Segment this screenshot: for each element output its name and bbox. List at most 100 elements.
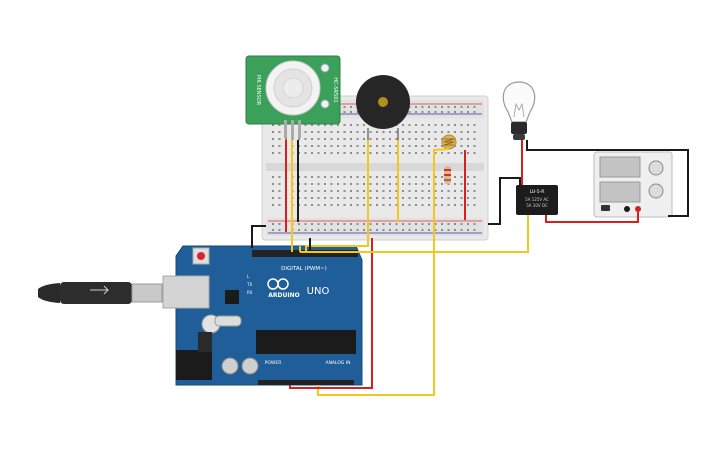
breadboard-hole [454,229,456,231]
breadboard-hole [402,124,404,126]
breadboard-hole [337,145,339,147]
breadboard-hole [337,229,339,231]
usb-cable [38,282,163,304]
breadboard-hole [408,138,411,140]
pir-side-label-left: PIR SENSOR [255,75,261,106]
breadboard-hole [376,152,378,154]
piezo-buzzer[interactable] [356,75,410,140]
breadboard-hole [363,176,365,178]
arduino-uno[interactable]: DIGITAL (PWM~) ARDUINO UNO POWER ANALOG … [162,245,363,386]
breadboard-hole [428,197,430,199]
breadboard-hole [369,152,372,154]
breadboard-hole [324,229,326,231]
breadboard-hole [304,190,307,192]
breadboard-hole [317,183,320,185]
breadboard-hole [343,183,346,185]
breadboard-hole [421,111,424,113]
relay[interactable]: LU-5-R 5A 125V AC 5A 30V DC [516,185,558,215]
wire-5v[interactable] [289,238,373,389]
breadboard-hole [343,223,346,225]
breadboard-hole [454,204,456,206]
relay-spec-1: 5A 125V AC [525,197,549,202]
breadboard-hole [421,223,424,225]
breadboard-hole [311,229,313,231]
breadboard-hole [460,111,463,113]
breadboard-hole [324,190,326,192]
breadboard-hole [460,145,463,147]
breadboard-hole [460,138,463,140]
breadboard-hole [434,111,437,113]
breadboard-hole [434,223,437,225]
photoresistor[interactable] [441,134,457,150]
wire-buzzer-signal[interactable] [305,140,369,252]
breadboard-hole [460,152,463,154]
analog-in-label: ANALOG IN [325,360,350,366]
breadboard-hole [382,131,385,133]
breadboard-hole [473,111,476,113]
breadboard-hole [408,223,411,225]
breadboard-hole [272,152,274,154]
breadboard-hole [356,152,359,154]
breadboard-hole [356,197,359,199]
breadboard-hole [363,190,365,192]
breadboard-hole [311,138,313,140]
breadboard-hole [311,145,313,147]
breadboard-hole [304,223,307,225]
breadboard-hole [434,145,437,147]
breadboard-hole [389,229,391,231]
breadboard-hole [402,204,404,206]
breadboard-hole [278,145,281,147]
wire-bulb-psu[interactable] [526,140,689,217]
breadboard-hole [376,145,378,147]
breadboard-hole [343,131,346,133]
breadboard-hole [330,138,333,140]
breadboard-hole [389,145,391,147]
breadboard-hole [376,223,378,225]
breadboard-hole [369,138,372,140]
wire-arduino-gnd-rail[interactable] [251,225,266,248]
breadboard-hole [402,197,404,199]
breadboard-hole [473,176,476,178]
breadboard-hole [428,152,430,154]
breadboard-hole [467,131,469,133]
breadboard-hole [441,111,443,113]
breadboard-hole [415,190,417,192]
resistor[interactable] [444,166,451,184]
breadboard-hole [356,111,359,113]
breadboard-hole [343,111,346,113]
breadboard-hole [369,229,372,231]
wire-ldr-a0[interactable] [317,148,450,396]
breadboard-hole [421,197,424,199]
breadboard-hole [421,106,424,108]
breadboard-hole [408,176,411,178]
wire-relay-signal[interactable] [299,215,529,253]
breadboard-hole [369,183,372,185]
breadboard-hole [447,131,450,133]
power-supply[interactable] [593,151,673,218]
breadboard-hole [467,152,469,154]
breadboard-hole [356,223,359,225]
breadboard-hole [350,223,352,225]
breadboard-hole [350,131,352,133]
l-label: L [247,274,250,279]
breadboard-hole [317,138,320,140]
breadboard-hole [460,204,463,206]
breadboard-hole [428,145,430,147]
breadboard-hole [382,190,385,192]
breadboard-hole [415,111,417,113]
breadboard-hole [337,223,339,225]
breadboard-hole [298,223,300,225]
wire-relay-gnd[interactable] [488,177,521,225]
light-bulb[interactable] [502,81,536,140]
arduino-brand-label: ARDUINO [268,292,299,299]
breadboard-hole [285,138,287,140]
breadboard-hole [441,204,443,206]
wire-relay-psu[interactable] [545,212,639,223]
breadboard-hole [304,124,307,126]
breadboard-hole [395,197,398,199]
breadboard-hole [460,223,463,225]
breadboard-hole [278,229,281,231]
breadboard-hole [441,176,443,178]
breadboard-hole [324,197,326,199]
pir-sensor[interactable]: PIR SENSOR HC-SR501 [245,55,341,138]
